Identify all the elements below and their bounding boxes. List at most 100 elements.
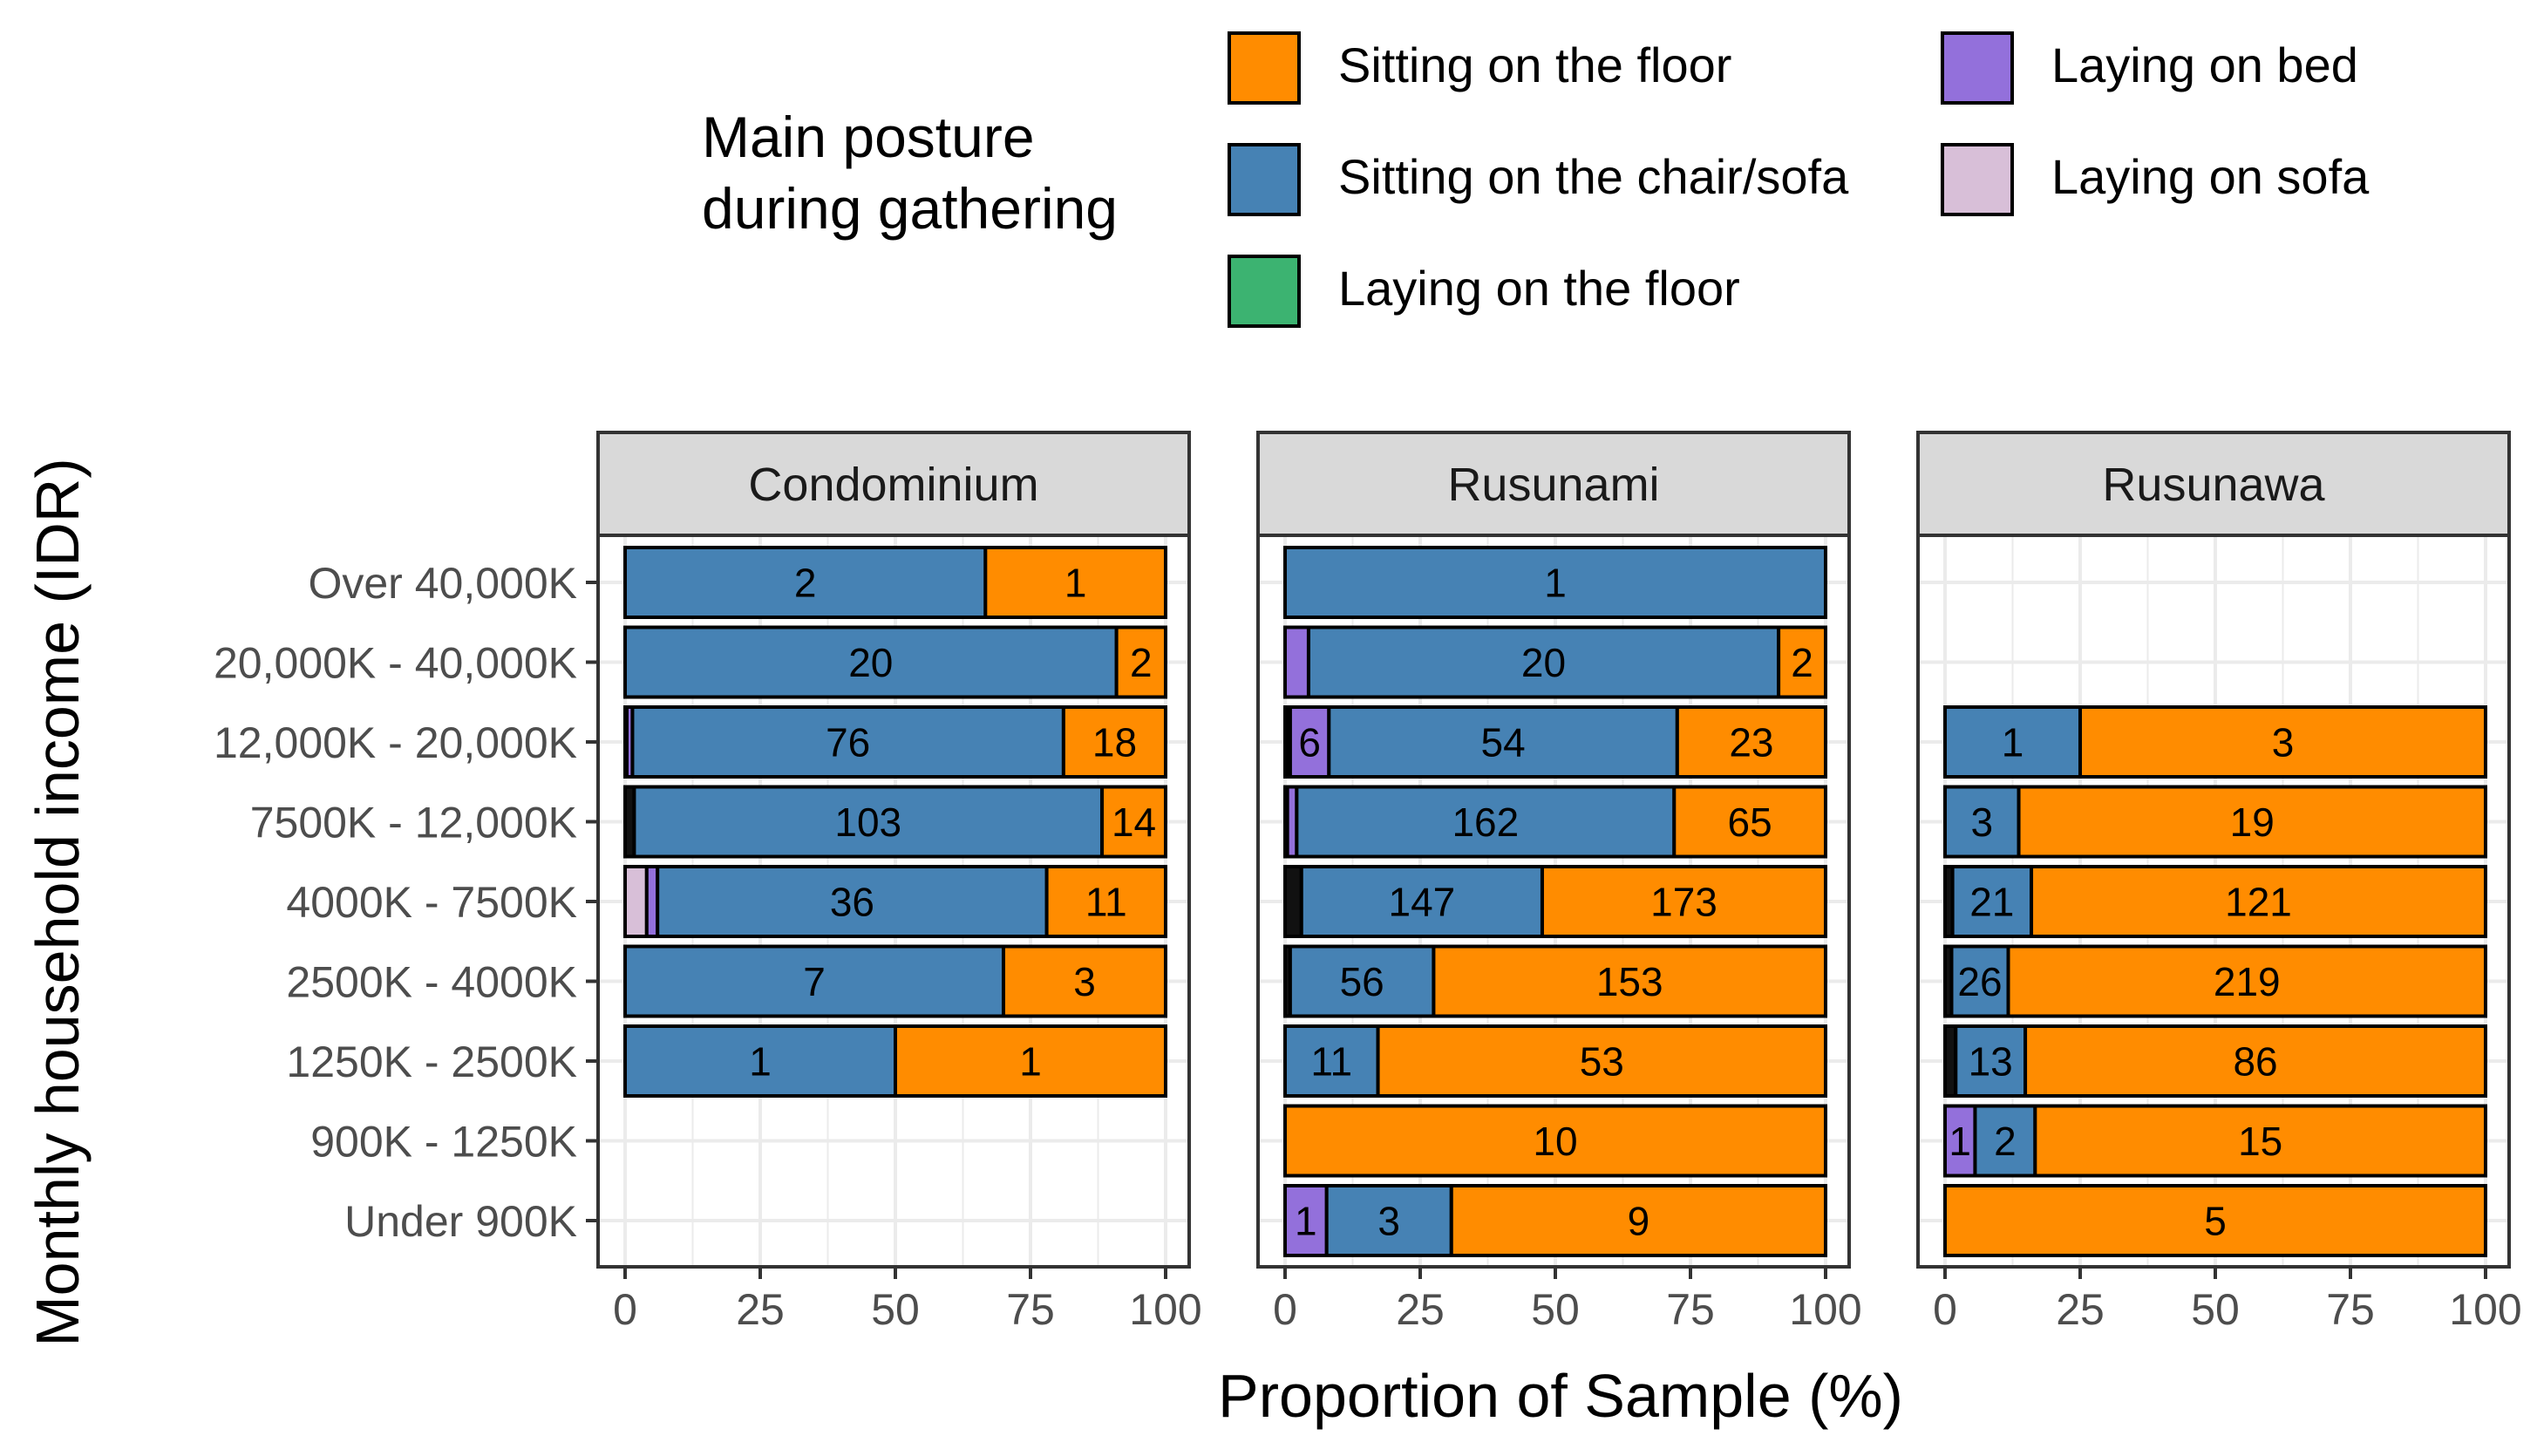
- y-axis: Over 40,000K 20,000K - 40,000K 12,000K - 2…: [214, 559, 598, 1246]
- bar-value-label: 1: [1019, 1039, 1042, 1085]
- bar-value-label: 2: [794, 561, 817, 606]
- bar-value-label: 103: [834, 799, 901, 845]
- legend: Main posture during gathering Sitting on…: [702, 31, 2370, 328]
- y-tick-label: 20,000K - 40,000K: [214, 639, 577, 688]
- bar-value-label: 76: [826, 720, 870, 765]
- bar-value-label: 2: [1791, 640, 1813, 685]
- x-tick-label: 100: [1129, 1285, 1201, 1334]
- bar-segment-floor-sit: [1432, 944, 1827, 1018]
- y-tick-label: 1250K - 2500K: [286, 1038, 577, 1086]
- bar-value-label: 53: [1580, 1039, 1624, 1085]
- legend-title-line-1: Main posture: [702, 105, 1035, 169]
- bar-value-label: 21: [1969, 880, 2014, 925]
- bar-segment-floor-sit: [1100, 785, 1168, 859]
- x-tick-label: 50: [2191, 1285, 2240, 1334]
- bar-segment-chair-sofa: [1283, 1024, 1380, 1098]
- bar-value-label: 11: [1085, 880, 1127, 925]
- bar-segment-chair-sofa: [1950, 865, 2034, 938]
- x-tick-label: 50: [871, 1285, 920, 1334]
- y-tick-label: Over 40,000K: [308, 559, 577, 608]
- bar-value-label: 1: [1544, 561, 1567, 606]
- x-tick-label: 100: [2449, 1285, 2521, 1334]
- bar-value-label: 23: [1729, 720, 1773, 765]
- y-tick-label: 900K - 1250K: [310, 1118, 577, 1167]
- bar-value-label: 3: [1970, 799, 1993, 845]
- bar-value-label: 7: [803, 959, 826, 1004]
- bar-segment-floor-sit: [1777, 625, 1827, 699]
- bar-segment-floor-sit: [1061, 705, 1167, 779]
- x-tick-label: 25: [2056, 1285, 2105, 1334]
- bar-segment-chair-sofa: [1327, 705, 1679, 779]
- legend-label-sitting-on-the-floor: Sitting on the floor: [1338, 37, 1731, 92]
- bar-value-label: 121: [2225, 880, 2292, 925]
- bar-value-label: 5: [2204, 1199, 2227, 1244]
- bar-value-label: 1: [749, 1039, 772, 1085]
- bar-value-label: 19: [2230, 799, 2275, 845]
- bar-value-label: 13: [1969, 1039, 2013, 1085]
- bar-value-label: 1: [1064, 561, 1087, 606]
- bar-value-label: 20: [848, 640, 893, 685]
- bar-segment-chair-sofa: [623, 625, 1119, 699]
- y-tick-label: 7500K - 12,000K: [250, 799, 577, 847]
- x-axis-title: Proportion of Sample (%): [1218, 1362, 1903, 1430]
- bar-value-label: 86: [2233, 1039, 2277, 1085]
- bar-value-label: 56: [1340, 959, 1384, 1004]
- legend-swatch-sitting-on-the-floor: [1228, 31, 1301, 105]
- x-tick-label: 25: [736, 1285, 785, 1334]
- bar-value-label: 147: [1389, 880, 1456, 925]
- bar-value-label: 36: [830, 880, 874, 925]
- legend-swatch-laying-on-the-floor: [1228, 255, 1301, 328]
- bar-segment-floor-sit: [894, 1024, 1167, 1098]
- bar-segment-floor-sit: [1002, 944, 1167, 1018]
- bar-value-label: 1: [2002, 720, 2024, 765]
- bar-value-label: 3: [1377, 1199, 1400, 1244]
- x-tick-label: 75: [1666, 1285, 1715, 1334]
- bar-segment-chair-sofa: [656, 865, 1049, 938]
- legend-swatch-sitting-on-the-chair-sofa: [1228, 143, 1301, 216]
- bar-value-label: 2: [1994, 1119, 2017, 1164]
- legend-label-sitting-on-the-chair-sofa: Sitting on the chair/sofa: [1338, 149, 1849, 204]
- bar-segment-floor-sit: [1675, 705, 1827, 779]
- bar-segment-chair-sofa: [1283, 546, 1827, 619]
- x-tick-label: 50: [1531, 1285, 1580, 1334]
- bar-value-label: 219: [2214, 959, 2281, 1004]
- facet-strip-label: Rusunawa: [2102, 459, 2325, 511]
- bar-segment-floor-sit: [1943, 1184, 2487, 1257]
- bar-segment-floor-sit: [2078, 705, 2487, 779]
- legend-swatch-laying-on-bed: [1941, 31, 2014, 105]
- bar-segment-floor-sit: [1376, 1024, 1827, 1098]
- y-tick-label: 4000K - 7500K: [286, 878, 577, 927]
- bar-value-label: 15: [2238, 1119, 2282, 1164]
- bar-value-label: 65: [1728, 799, 1772, 845]
- bar-value-label: 1: [1949, 1119, 1971, 1164]
- bar-segment-floor-sit: [1114, 625, 1167, 699]
- legend-swatch-laying-on-sofa: [1941, 143, 2014, 216]
- bar-value-label: 14: [1112, 799, 1156, 845]
- bar-value-label: 20: [1521, 640, 1566, 685]
- bar-segment-floor-sit: [2023, 1024, 2487, 1098]
- bar-segment-bed-lay: [1943, 1104, 1977, 1178]
- bar-segment-chair-sofa: [1943, 785, 2021, 859]
- bar-value-label: 3: [1073, 959, 1096, 1004]
- facet-strip: [596, 431, 1191, 537]
- bar-value-label: 9: [1628, 1199, 1650, 1244]
- bar-value-label: 11: [1310, 1039, 1352, 1085]
- x-tick-label: 75: [2326, 1285, 2375, 1334]
- facet-strip: [1256, 431, 1851, 537]
- legend-label-laying-on-bed: Laying on bed: [2051, 37, 2358, 92]
- x-tick-label: 100: [1789, 1285, 1861, 1334]
- bar-value-label: 162: [1452, 799, 1519, 845]
- facet-strip-label: Condominium: [748, 459, 1038, 511]
- legend-label-laying-on-sofa: Laying on sofa: [2051, 149, 2370, 204]
- bar-segment-chair-sofa: [623, 1024, 897, 1098]
- legend-title-line-2: during gathering: [702, 176, 1118, 241]
- x-tick-label: 0: [1273, 1285, 1297, 1334]
- bar-segment-floor-sit: [1449, 1184, 1828, 1257]
- bar-segment-floor-sit: [1540, 865, 1828, 938]
- y-tick-label: 12,000K - 20,000K: [214, 718, 577, 767]
- bar-segment-chair-sofa: [1973, 1104, 2037, 1178]
